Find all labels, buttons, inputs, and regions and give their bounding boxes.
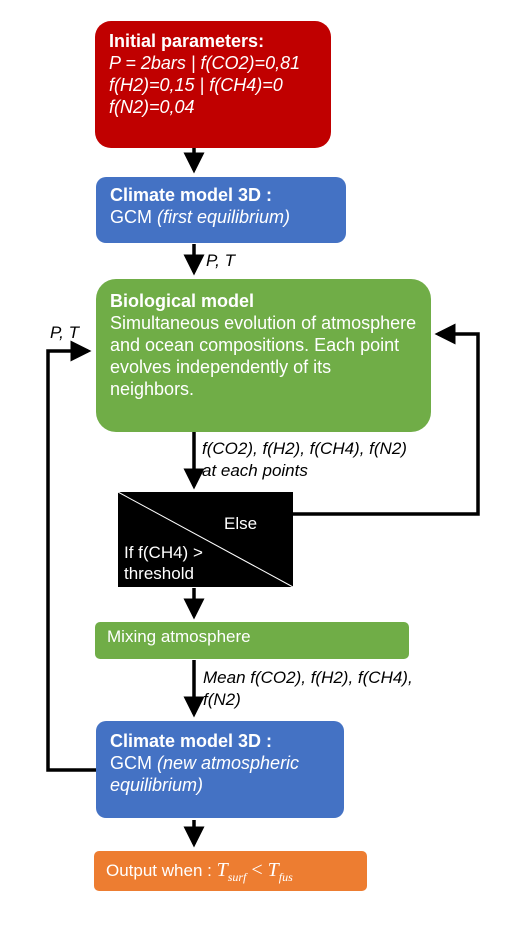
decision-if-label: If f(CH4) > threshold xyxy=(124,542,203,585)
output-fus-subscript: fus xyxy=(278,870,293,884)
arrow-feedback-loop xyxy=(46,340,96,772)
pt-label-left: P, T xyxy=(50,323,79,342)
decision-if-line-1: If f(CH4) > xyxy=(124,543,203,562)
initial-parameters-title: Initial parameters: xyxy=(109,31,265,51)
mixing-atmosphere-box: Mixing atmosphere xyxy=(95,622,409,659)
output-surf-subscript: surf xyxy=(227,870,247,884)
output-condition: Tsurf < Tfus xyxy=(216,859,293,884)
initial-line-1: P = 2bars | f(CO2)=0,81 xyxy=(109,52,301,73)
climate-model-first-box: Climate model 3D : GCM (first equilibriu… xyxy=(96,177,346,243)
fractions-line-2: at each points xyxy=(202,461,308,481)
biological-model-title: Biological model xyxy=(110,291,255,311)
decision-else-label: Else xyxy=(224,514,258,533)
mean-fractions-label: Mean f(CO2), f(H2), f(CH4), f(N2) xyxy=(203,667,413,711)
climate-model-new-box: Climate model 3D : GCM (new atmospheric … xyxy=(96,721,344,818)
mixing-atmosphere-label: Mixing atmosphere xyxy=(107,627,251,646)
arrow-else-loop xyxy=(292,323,480,516)
decision-if-line-2: threshold xyxy=(124,564,194,584)
biological-model-text: Simultaneous evolution of atmosphere and… xyxy=(110,312,417,399)
fractions-line-1: f(CO2), f(H2), f(CH4), f(N2) xyxy=(202,439,407,458)
mean-line-2: f(N2) xyxy=(203,690,241,710)
initial-line-2: f(H2)=0,15 | f(CH4)=0 xyxy=(109,74,283,95)
decision-divider xyxy=(117,491,294,588)
biological-model-box: Biological model Simultaneous evolution … xyxy=(96,279,431,432)
climate-model-new-gcm: GCM xyxy=(110,752,157,773)
climate-model-new-note: (new atmospheric equilibrium) xyxy=(110,752,300,795)
climate-model-first-title: Climate model 3D : xyxy=(110,185,273,205)
output-less-than: < xyxy=(251,859,263,881)
output-t-fus: T xyxy=(267,859,279,881)
output-t-surf: T xyxy=(216,859,228,881)
fractions-label: f(CO2), f(H2), f(CH4), f(N2) at each poi… xyxy=(202,438,407,482)
climate-model-new-title: Climate model 3D : xyxy=(110,731,273,751)
climate-model-first-gcm: GCM xyxy=(110,206,157,227)
output-label: Output when : xyxy=(106,861,217,880)
initial-parameters-box: Initial parameters: P = 2bars | f(CO2)=0… xyxy=(95,21,331,148)
pt-label-right: P, T xyxy=(206,251,235,270)
climate-model-first-note: (first equilibrium) xyxy=(157,206,291,227)
initial-line-3: f(N2)=0,04 xyxy=(109,96,195,117)
output-box: Output when : Tsurf < Tfus xyxy=(94,851,367,891)
mean-line-1: Mean f(CO2), f(H2), f(CH4), xyxy=(203,668,413,687)
